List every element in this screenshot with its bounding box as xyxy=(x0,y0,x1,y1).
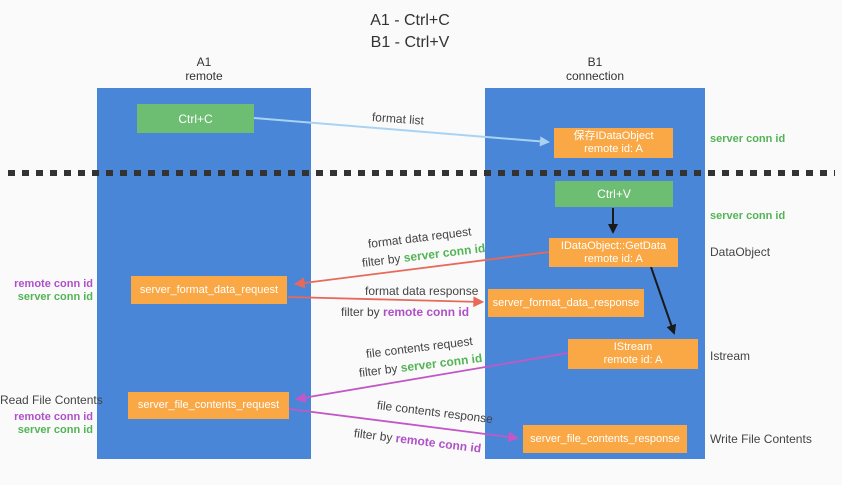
title-line-2: B1 - Ctrl+V xyxy=(370,34,450,51)
node-ctrl-c-label: Ctrl+C xyxy=(178,111,213,126)
node-server-file-contents-request-label: server_file_contents_request xyxy=(137,399,280,411)
remote-conn-id-text: remote conn id xyxy=(394,431,482,456)
filter-by-text: filter by xyxy=(358,361,399,380)
right-column-name: B1 xyxy=(587,55,603,69)
node-server-format-data-request: server_format_data_request xyxy=(131,276,287,304)
right-column-header: B1 connection xyxy=(485,55,705,83)
right-label-dataobject: DataObject xyxy=(710,245,771,259)
right-column-subtitle: connection xyxy=(565,69,625,83)
dashed-divider xyxy=(8,170,835,176)
edge-label-format-list: format list xyxy=(371,110,425,128)
remote-conn-id-text: remote conn id xyxy=(383,305,470,319)
right-label-server-conn-id-top: server conn id xyxy=(710,133,786,145)
left-column-name: A1 xyxy=(196,55,212,69)
title-line-1: A1 - Ctrl+C xyxy=(370,12,450,29)
node-ctrl-v: Ctrl+V xyxy=(555,181,673,207)
node-server-file-contents-response-label: server_file_contents_response xyxy=(530,432,680,445)
node-server-format-data-response-label: server_format_data_response xyxy=(492,296,640,309)
node-server-file-contents-response: server_file_contents_response xyxy=(523,425,687,453)
node-getdata-line1: IDataObject::GetData xyxy=(560,239,667,252)
right-label-istream: Istream xyxy=(710,349,751,363)
node-server-format-data-response: server_format_data_response xyxy=(488,289,644,317)
edge-label-format-data-response: format data response xyxy=(365,284,479,298)
left-label-remote-conn-id-mid: remote conn id xyxy=(14,278,93,290)
filter-by-text: filter by xyxy=(361,251,402,270)
left-label-remote-conn-id-bottom: remote conn id xyxy=(14,411,93,423)
right-label-server-conn-id-mid: server conn id xyxy=(710,210,786,222)
node-save-dataobject: 保存IDataObject remote id: A xyxy=(554,128,673,158)
left-conn-labels-mid: remote conn id server conn id xyxy=(0,278,93,304)
left-column-header: A1 remote xyxy=(97,55,311,83)
node-ctrl-v-label: Ctrl+V xyxy=(597,187,631,201)
node-getdata-line2: remote id: A xyxy=(584,252,643,265)
left-label-server-conn-id-mid: server conn id xyxy=(17,291,93,303)
left-labels-bottom: Read File Contents remote conn id server… xyxy=(0,393,103,437)
node-ctrl-c: Ctrl+C xyxy=(137,104,254,133)
node-server-format-data-request-label: server_format_data_request xyxy=(139,283,279,296)
filter-by-text: filter by xyxy=(341,305,380,319)
left-label-read-file-contents: Read File Contents xyxy=(0,393,103,407)
left-column-subtitle: remote xyxy=(185,69,223,83)
edge-label-file-contents-response: file contents response xyxy=(376,398,494,427)
node-server-file-contents-request: server_file_contents_request xyxy=(128,392,289,419)
right-label-write-file-contents: Write File Contents xyxy=(710,432,812,446)
node-istream: IStream remote id: A xyxy=(568,339,698,369)
node-istream-line2: remote id: A xyxy=(603,354,663,366)
node-save-dataobject-line1: 保存IDataObject xyxy=(573,130,654,142)
node-istream-line1: IStream xyxy=(613,341,653,353)
left-label-server-conn-id-bottom: server conn id xyxy=(17,424,93,436)
node-getdata: IDataObject::GetData remote id: A xyxy=(549,238,678,267)
edge-label-filter-remote-conn-1: filter by remote conn id xyxy=(341,305,469,319)
diagram-title: A1 - Ctrl+C B1 - Ctrl+V xyxy=(335,10,485,54)
node-save-dataobject-line2: remote id: A xyxy=(584,143,643,155)
filter-by-text: filter by xyxy=(353,426,394,445)
edge-label-filter-remote-conn-2: filter by remote conn id xyxy=(353,426,482,456)
